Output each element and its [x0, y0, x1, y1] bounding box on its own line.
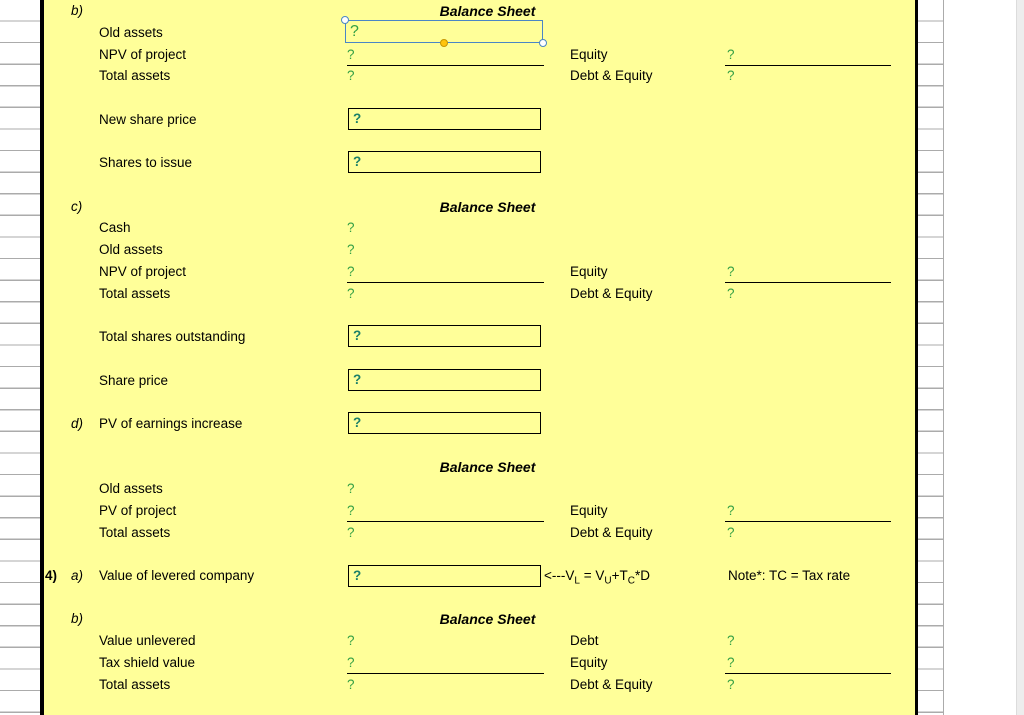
- tax-rate-note: Note*: TC = Tax rate: [728, 568, 851, 583]
- sum-underline: [725, 520, 891, 522]
- section-letter-d: d): [71, 416, 84, 431]
- row-label-cash: Cash: [99, 220, 131, 235]
- row-label-npv-of-project: NPV of project: [99, 47, 187, 62]
- value-cell[interactable]: ?: [727, 677, 735, 692]
- value-cell[interactable]: ?: [347, 220, 355, 235]
- value-cell[interactable]: ?: [347, 525, 355, 540]
- right-blank-cells[interactable]: [944, 0, 1016, 715]
- row-label-npv-of-project: NPV of project: [99, 264, 187, 279]
- value-cell[interactable]: ?: [727, 655, 735, 670]
- section-letter-b1: b): [71, 3, 84, 18]
- input-cell-share-price[interactable]: ?: [348, 368, 541, 391]
- input-label-pv-of-earnings-increase: PV of earnings increase: [99, 416, 243, 431]
- sheet-right-border: [915, 0, 919, 715]
- input-label-shares-to-issue: Shares to issue: [99, 155, 193, 170]
- formula-part: *D: [634, 568, 650, 583]
- value-cell[interactable]: ?: [727, 68, 735, 83]
- value-cell[interactable]: ?: [347, 481, 355, 496]
- scrollbar-track[interactable]: [1016, 0, 1024, 715]
- sum-underline: [725, 281, 891, 283]
- formula-subscript: L: [574, 575, 580, 587]
- row-label-debt-and-equity: Debt & Equity: [570, 525, 653, 540]
- row-label-equity: Equity: [570, 503, 608, 518]
- balance-sheet-title-b1: Balance Sheet: [439, 3, 536, 19]
- formula-part: <---V: [544, 568, 575, 583]
- input-cell-value-of-levered-company[interactable]: ?: [348, 564, 541, 587]
- row-label-total-assets: Total assets: [99, 286, 171, 301]
- input-value: ?: [353, 567, 362, 583]
- section-letter-c: c): [71, 199, 83, 214]
- row-label-equity: Equity: [570, 47, 608, 62]
- value-cell[interactable]: ?: [727, 633, 735, 648]
- worksheet-area[interactable]: [44, 0, 915, 715]
- selection-handle-bottomright[interactable]: [539, 39, 547, 47]
- formula-subscript: U: [604, 575, 612, 587]
- value-cell[interactable]: ?: [347, 655, 355, 670]
- input-label-value-of-levered-company: Value of levered company: [99, 568, 255, 583]
- row-label-total-assets: Total assets: [99, 677, 171, 692]
- left-grid-cells[interactable]: [0, 0, 40, 715]
- value-cell[interactable]: ?: [727, 264, 735, 279]
- row-label-old-assets: Old assets: [99, 25, 163, 40]
- selection-handle-topleft[interactable]: [341, 16, 349, 24]
- formula-annotation: <---VL = VU+TC*D: [544, 567, 650, 587]
- row-label-value-unlevered: Value unlevered: [99, 633, 196, 648]
- selection-adjust-handle[interactable]: [440, 39, 448, 47]
- value-cell[interactable]: ?: [347, 264, 355, 279]
- input-cell-new-share-price[interactable]: ?: [348, 107, 541, 130]
- value-cell[interactable]: ?: [347, 633, 355, 648]
- sum-underline: [347, 672, 544, 674]
- value-cell[interactable]: ?: [347, 68, 355, 83]
- formula-part: = V: [579, 568, 605, 583]
- right-grid-cells[interactable]: [918, 0, 944, 715]
- value-cell[interactable]: ?: [727, 503, 735, 518]
- row-label-old-assets: Old assets: [99, 481, 163, 496]
- input-label-new-share-price: New share price: [99, 112, 197, 127]
- question-number-4: 4): [45, 568, 58, 583]
- row-label-pv-of-project: PV of project: [99, 503, 177, 518]
- sum-underline: [347, 281, 544, 283]
- row-label-debt-and-equity: Debt & Equity: [570, 677, 653, 692]
- value-cell[interactable]: ?: [347, 677, 355, 692]
- value-cell[interactable]: ?: [347, 47, 355, 62]
- value-cell[interactable]: ?: [727, 525, 735, 540]
- row-label-debt: Debt: [570, 633, 599, 648]
- input-cell-total-shares-outstanding[interactable]: ?: [348, 325, 541, 347]
- input-label-total-shares-outstanding: Total shares outstanding: [99, 329, 246, 344]
- formula-part: +T: [611, 568, 628, 583]
- input-value: ?: [353, 110, 362, 126]
- row-label-equity: Equity: [570, 264, 608, 279]
- formula-subscript: C: [627, 575, 635, 587]
- input-value: ?: [353, 414, 362, 430]
- row-label-tax-shield-value: Tax shield value: [99, 655, 196, 670]
- input-value: ?: [353, 154, 362, 170]
- value-cell[interactable]: ?: [727, 47, 735, 62]
- input-value: ?: [353, 328, 362, 344]
- sum-underline: [725, 672, 891, 674]
- section-letter-a: a): [71, 568, 84, 583]
- value-cell[interactable]: ?: [347, 503, 355, 518]
- row-label-equity: Equity: [570, 655, 608, 670]
- row-label-total-assets: Total assets: [99, 525, 171, 540]
- row-label-total-assets: Total assets: [99, 68, 171, 83]
- balance-sheet-title-3: Balance Sheet: [439, 459, 536, 475]
- section-letter-b2: b): [71, 611, 84, 626]
- input-value: ?: [353, 371, 362, 387]
- sum-underline: [347, 520, 544, 522]
- row-label-debt-and-equity: Debt & Equity: [570, 286, 653, 301]
- input-cell-pv-of-earnings-increase[interactable]: ?: [348, 411, 541, 434]
- input-label-share-price: Share price: [99, 373, 169, 388]
- sum-underline: [725, 64, 891, 66]
- sum-underline: [347, 64, 544, 66]
- value-cell[interactable]: ?: [347, 286, 355, 301]
- sheet-left-border: [40, 0, 44, 715]
- input-cell-shares-to-issue[interactable]: ?: [348, 151, 541, 173]
- selected-cell-value: ?: [350, 22, 359, 40]
- row-label-old-assets: Old assets: [99, 242, 163, 257]
- balance-sheet-title-b2: Balance Sheet: [439, 611, 536, 627]
- row-label-debt-and-equity: Debt & Equity: [570, 68, 653, 83]
- value-cell[interactable]: ?: [727, 286, 735, 301]
- value-cell[interactable]: ?: [347, 242, 355, 257]
- balance-sheet-title-c: Balance Sheet: [439, 199, 536, 215]
